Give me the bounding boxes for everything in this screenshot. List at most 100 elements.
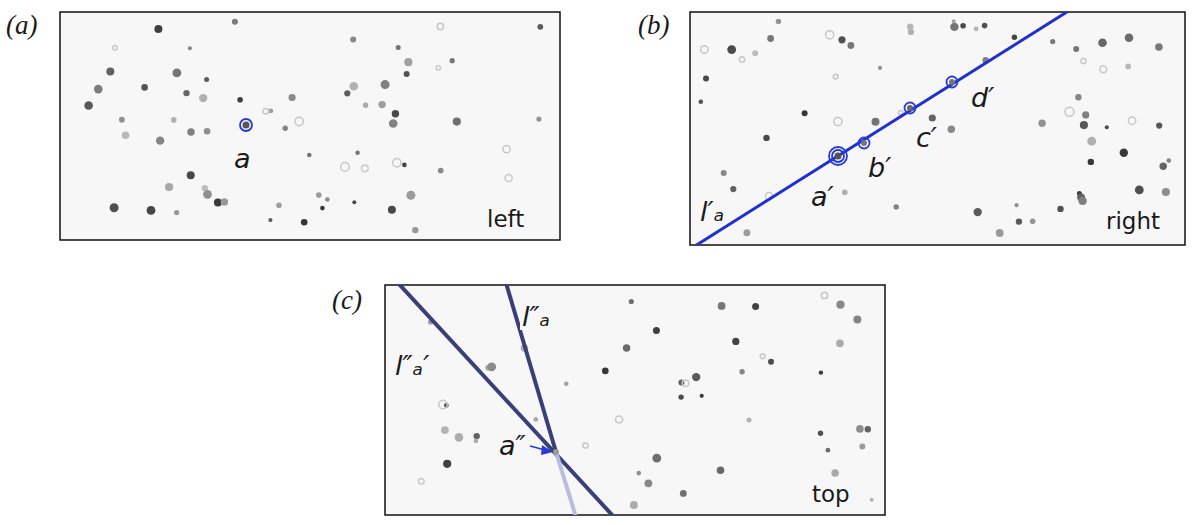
- particle-dot: [1012, 35, 1017, 40]
- particle-dot: [583, 443, 588, 448]
- particle-dot: [106, 68, 114, 76]
- particle-dot: [819, 370, 823, 374]
- particle-dot: [419, 478, 425, 484]
- particle-dot: [763, 135, 769, 141]
- particle-dot: [564, 381, 569, 386]
- particle-dot: [1100, 66, 1107, 73]
- particle-dot: [718, 302, 726, 310]
- particle-dot: [352, 200, 356, 204]
- particle-marker: [905, 103, 916, 114]
- particle-dot: [692, 373, 700, 381]
- particle-dot: [1080, 121, 1088, 129]
- particle-dot: [295, 117, 303, 125]
- particle-dot: [760, 354, 765, 359]
- particle-dot: [1030, 219, 1036, 225]
- particle-dot: [536, 117, 541, 122]
- particle-dot: [1125, 64, 1131, 70]
- particle-dot: [393, 159, 401, 167]
- particle-dot: [450, 58, 455, 63]
- particle-dot: [1135, 186, 1144, 195]
- particle-dot: [396, 45, 401, 50]
- particle-dot: [361, 165, 368, 172]
- particle-dot: [474, 433, 480, 439]
- particle-dot: [232, 19, 238, 25]
- particle-dot: [1162, 188, 1170, 196]
- particle-dot: [221, 198, 228, 205]
- particle-dot: [289, 94, 296, 101]
- particle-dot: [214, 199, 222, 207]
- particle-dot: [826, 448, 831, 453]
- particle-dot: [645, 479, 653, 487]
- particle-dot: [870, 498, 874, 502]
- particle-dot: [503, 146, 510, 153]
- particle-dot: [767, 35, 774, 42]
- panel-label: (a): [4, 12, 39, 39]
- particle-dot: [187, 171, 195, 179]
- particle-dot: [94, 85, 103, 94]
- particle-marker: [859, 138, 870, 149]
- particle-dot: [948, 126, 956, 134]
- particle-dot: [283, 126, 288, 131]
- line-label: l″ₐ: [520, 303, 552, 330]
- particle-dot: [826, 31, 834, 39]
- particle-dot: [1016, 218, 1022, 224]
- particle-dot: [402, 163, 407, 168]
- particle-dot: [122, 131, 130, 139]
- epipolar-line-faded: [556, 452, 576, 515]
- particle-dot: [894, 204, 899, 209]
- particle-dot: [853, 315, 861, 323]
- particle-dot: [389, 119, 398, 128]
- particle-dot: [833, 74, 838, 79]
- view-label: left: [485, 208, 526, 231]
- particle-dot: [537, 24, 543, 30]
- particle-dot: [842, 189, 848, 195]
- particle-dot: [187, 128, 194, 135]
- particle-dot: [1073, 46, 1079, 52]
- particle-dot: [1082, 111, 1089, 118]
- particle-dot: [836, 339, 844, 347]
- particle-dot: [1098, 38, 1107, 47]
- particle-dot: [776, 19, 781, 24]
- particle-dot: [378, 101, 385, 108]
- particle-dot: [173, 69, 182, 78]
- particle-dot: [653, 327, 660, 334]
- particle-dot: [350, 37, 356, 43]
- particle-dot: [717, 466, 725, 474]
- particle-dot: [700, 394, 704, 398]
- line-label: l″ₐ′: [393, 352, 431, 379]
- particle-dot: [721, 170, 727, 176]
- particle-dot: [439, 400, 448, 409]
- particle-dot: [739, 57, 744, 62]
- particle-dot: [84, 101, 93, 110]
- particle-dot: [848, 42, 855, 49]
- particle-dot: [834, 117, 842, 125]
- particle-dot: [699, 99, 704, 104]
- particle-dot: [818, 431, 823, 436]
- particle-marker: [947, 77, 958, 88]
- particle-dot: [743, 229, 750, 236]
- particle-dot: [950, 23, 958, 31]
- particle-dot: [341, 163, 350, 172]
- particle-dot: [404, 58, 412, 66]
- particle-dot: [821, 292, 827, 298]
- particle-dot: [682, 380, 689, 387]
- point-label: c′: [914, 124, 939, 151]
- panel-label: (c): [330, 287, 364, 314]
- epipolar-line: [695, 12, 1070, 245]
- real-particles: [243, 79, 956, 455]
- particle-dot: [1105, 125, 1109, 129]
- particle-dot: [878, 66, 882, 70]
- view-label: right: [1104, 210, 1162, 233]
- particle-dot: [455, 433, 464, 442]
- particle-dot: [307, 153, 312, 158]
- particle-dot: [1079, 197, 1087, 205]
- particle-dot: [1167, 158, 1172, 163]
- particle-dot: [276, 202, 282, 208]
- particle-dot: [802, 110, 808, 116]
- particle-dot: [355, 151, 359, 155]
- particle-dot: [1088, 159, 1094, 165]
- particle-dot: [141, 84, 148, 91]
- point-label: a′: [809, 183, 836, 210]
